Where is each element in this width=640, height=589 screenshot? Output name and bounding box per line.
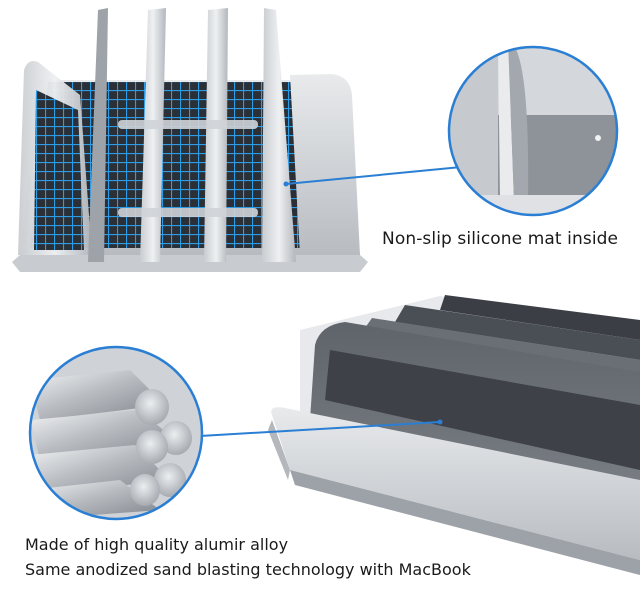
magnified-mat-detail: [447, 45, 619, 217]
stand-angled-view: [268, 295, 640, 575]
caption-alloy-material: Made of high quality alumir alloy: [25, 535, 289, 554]
magnified-alloy-rods: [28, 345, 204, 521]
stand-top-view: [12, 8, 368, 272]
callout-alloy: [199, 419, 443, 437]
caption-silicone-mat: Non-slip silicone mat inside: [382, 229, 619, 249]
caption-anodized-finish: Same anodized sand blasting technology w…: [25, 560, 471, 579]
stand-dividers: [88, 8, 296, 262]
callout-mat: [283, 164, 483, 187]
